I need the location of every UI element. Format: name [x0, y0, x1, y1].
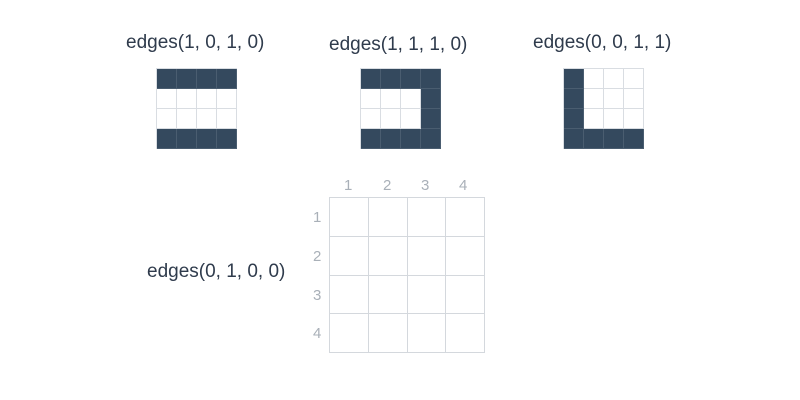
question-cell: [368, 314, 408, 353]
column-label-2: 2: [383, 177, 392, 194]
empty-cell: [624, 69, 644, 89]
empty-cell: [401, 109, 421, 129]
example-1-grid: [156, 68, 237, 149]
empty-cell: [157, 109, 177, 129]
question-cell: [330, 275, 369, 315]
filled-cell: [401, 69, 421, 89]
question-cell: [446, 236, 485, 276]
empty-cell: [401, 89, 421, 109]
filled-cell: [197, 129, 217, 149]
filled-cell: [564, 69, 584, 89]
empty-cell: [604, 69, 624, 89]
empty-cell: [157, 89, 177, 109]
filled-cell: [361, 129, 381, 149]
empty-cell: [177, 89, 197, 109]
empty-cell: [584, 69, 604, 89]
empty-cell: [624, 89, 644, 109]
question-cell: [446, 314, 485, 353]
example-1-label: edges(1, 0, 1, 0): [126, 32, 265, 53]
empty-cell: [604, 89, 624, 109]
column-label-3: 3: [421, 177, 430, 194]
filled-cell: [421, 89, 441, 109]
row-label-3: 3: [313, 287, 322, 304]
example-3-grid: [563, 68, 644, 149]
empty-cell: [361, 109, 381, 129]
question-cell: [330, 198, 369, 237]
empty-cell: [197, 89, 217, 109]
filled-cell: [624, 129, 644, 149]
filled-cell: [157, 69, 177, 89]
empty-cell: [197, 109, 217, 129]
question-cell: [368, 236, 408, 276]
filled-cell: [421, 69, 441, 89]
example-2-label: edges(1, 1, 1, 0): [329, 34, 468, 55]
filled-cell: [584, 129, 604, 149]
filled-cell: [564, 129, 584, 149]
column-label-1: 1: [344, 177, 353, 194]
question-label: edges(0, 1, 0, 0): [147, 261, 286, 282]
question-cell: [407, 198, 447, 237]
question-cell: [330, 314, 369, 353]
filled-cell: [157, 129, 177, 149]
row-label-1: 1: [313, 209, 322, 226]
empty-cell: [381, 109, 401, 129]
empty-cell: [624, 109, 644, 129]
empty-cell: [177, 109, 197, 129]
question-cell: [446, 275, 485, 315]
filled-cell: [421, 109, 441, 129]
question-cell: [446, 198, 485, 237]
empty-cell: [217, 109, 237, 129]
filled-cell: [564, 109, 584, 129]
filled-cell: [564, 89, 584, 109]
row-label-4: 4: [313, 325, 322, 342]
empty-cell: [381, 89, 401, 109]
column-label-4: 4: [459, 177, 468, 194]
filled-cell: [197, 69, 217, 89]
filled-cell: [421, 129, 441, 149]
question-grid: [329, 197, 485, 353]
row-label-2: 2: [313, 248, 322, 265]
question-cell: [368, 275, 408, 315]
filled-cell: [381, 129, 401, 149]
filled-cell: [217, 129, 237, 149]
empty-cell: [217, 89, 237, 109]
question-cell: [407, 236, 447, 276]
example-2-grid: [360, 68, 441, 149]
empty-cell: [584, 109, 604, 129]
empty-cell: [361, 89, 381, 109]
filled-cell: [401, 129, 421, 149]
filled-cell: [177, 69, 197, 89]
filled-cell: [177, 129, 197, 149]
empty-cell: [604, 109, 624, 129]
question-cell: [407, 275, 447, 315]
question-cell: [330, 236, 369, 276]
filled-cell: [217, 69, 237, 89]
filled-cell: [604, 129, 624, 149]
filled-cell: [361, 69, 381, 89]
example-3-label: edges(0, 0, 1, 1): [533, 32, 672, 53]
question-cell: [407, 314, 447, 353]
question-cell: [368, 198, 408, 237]
filled-cell: [381, 69, 401, 89]
empty-cell: [584, 89, 604, 109]
